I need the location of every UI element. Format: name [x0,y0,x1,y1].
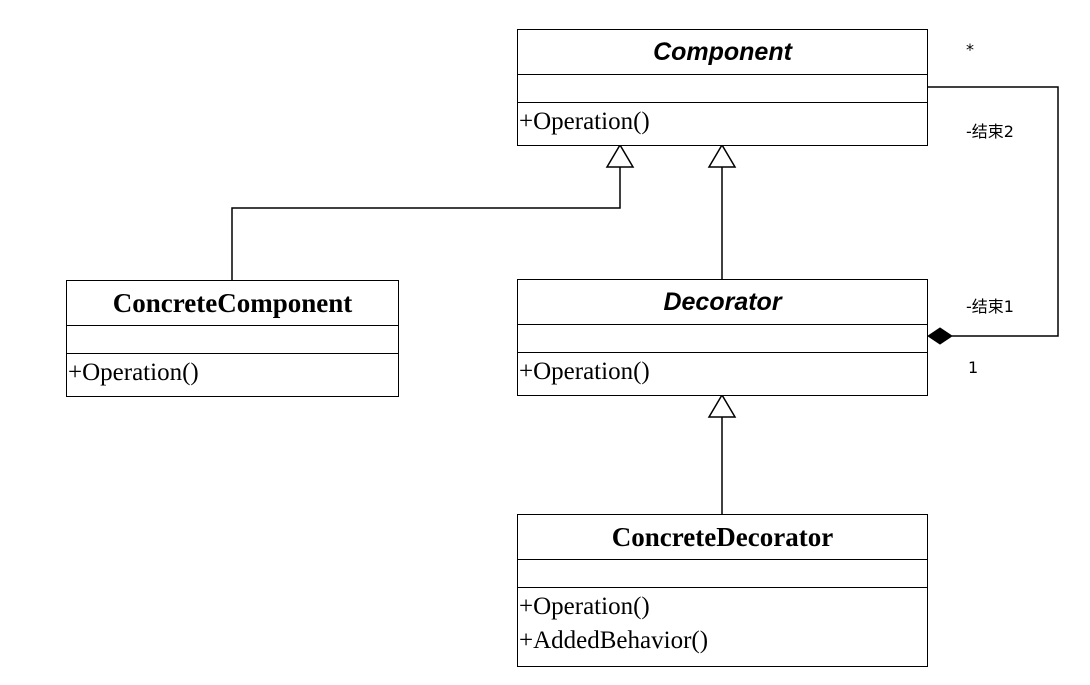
class-component[interactable]: Component +Operation() [517,29,928,146]
composition-association-line [928,86,1059,337]
multiplicity-end2: * [966,40,974,59]
operation: +Operation() [519,358,650,385]
multiplicity-end1: 1 [968,358,979,377]
operations-compartment: +Operation() [518,353,927,389]
generalization-concretecomponent-line [231,167,621,280]
operation: +Operation() [68,359,199,386]
role-end2: -结束2 [966,122,1014,141]
class-name-concrete-decorator: ConcreteDecorator [518,515,927,560]
attributes-compartment [518,325,927,353]
attributes-compartment [518,560,927,588]
generalization-arrowhead-concretedecorator [707,393,737,418]
class-concrete-component[interactable]: ConcreteComponent +Operation() [66,280,399,397]
class-name-concrete-component: ConcreteComponent [67,281,398,326]
operation: +Operation() [519,593,650,620]
generalization-arrowhead-decorator [707,143,737,168]
attributes-compartment [67,326,398,354]
class-concrete-decorator[interactable]: ConcreteDecorator +Operation() +AddedBeh… [517,514,928,667]
operation: +Operation() [519,108,650,135]
operations-compartment: +Operation() [518,103,927,139]
role-end1: -结束1 [966,297,1014,316]
attributes-compartment [518,75,927,103]
generalization-arrowhead-concretecomponent [605,143,635,168]
class-name-decorator: Decorator [518,280,927,325]
operation: +AddedBehavior() [519,627,709,654]
class-decorator[interactable]: Decorator +Operation() [517,279,928,396]
composition-diamond [927,327,953,345]
class-name-component: Component [518,30,927,75]
operations-compartment: +Operation() [67,354,398,390]
operations-compartment: +Operation() +AddedBehavior() [518,588,927,658]
